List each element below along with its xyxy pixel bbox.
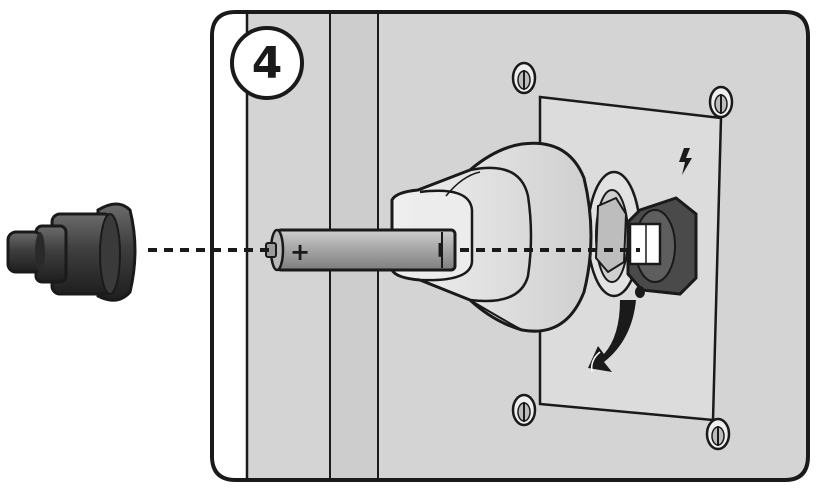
screw-top-left	[511, 61, 537, 95]
battery-icon: + −	[265, 228, 457, 272]
battery-negative-label: −	[427, 241, 452, 259]
battery-positive-label: +	[290, 238, 310, 266]
screw-top-right	[708, 85, 734, 119]
step-badge: 4	[230, 26, 304, 100]
screw-bottom-right	[705, 417, 731, 451]
step-number: 4	[252, 38, 283, 89]
battery-cap-icon	[6, 202, 137, 302]
rotate-arrow-icon	[588, 286, 645, 373]
lightning-icon	[679, 148, 692, 175]
battery-socket	[626, 196, 698, 296]
screw-bottom-left	[511, 393, 537, 427]
